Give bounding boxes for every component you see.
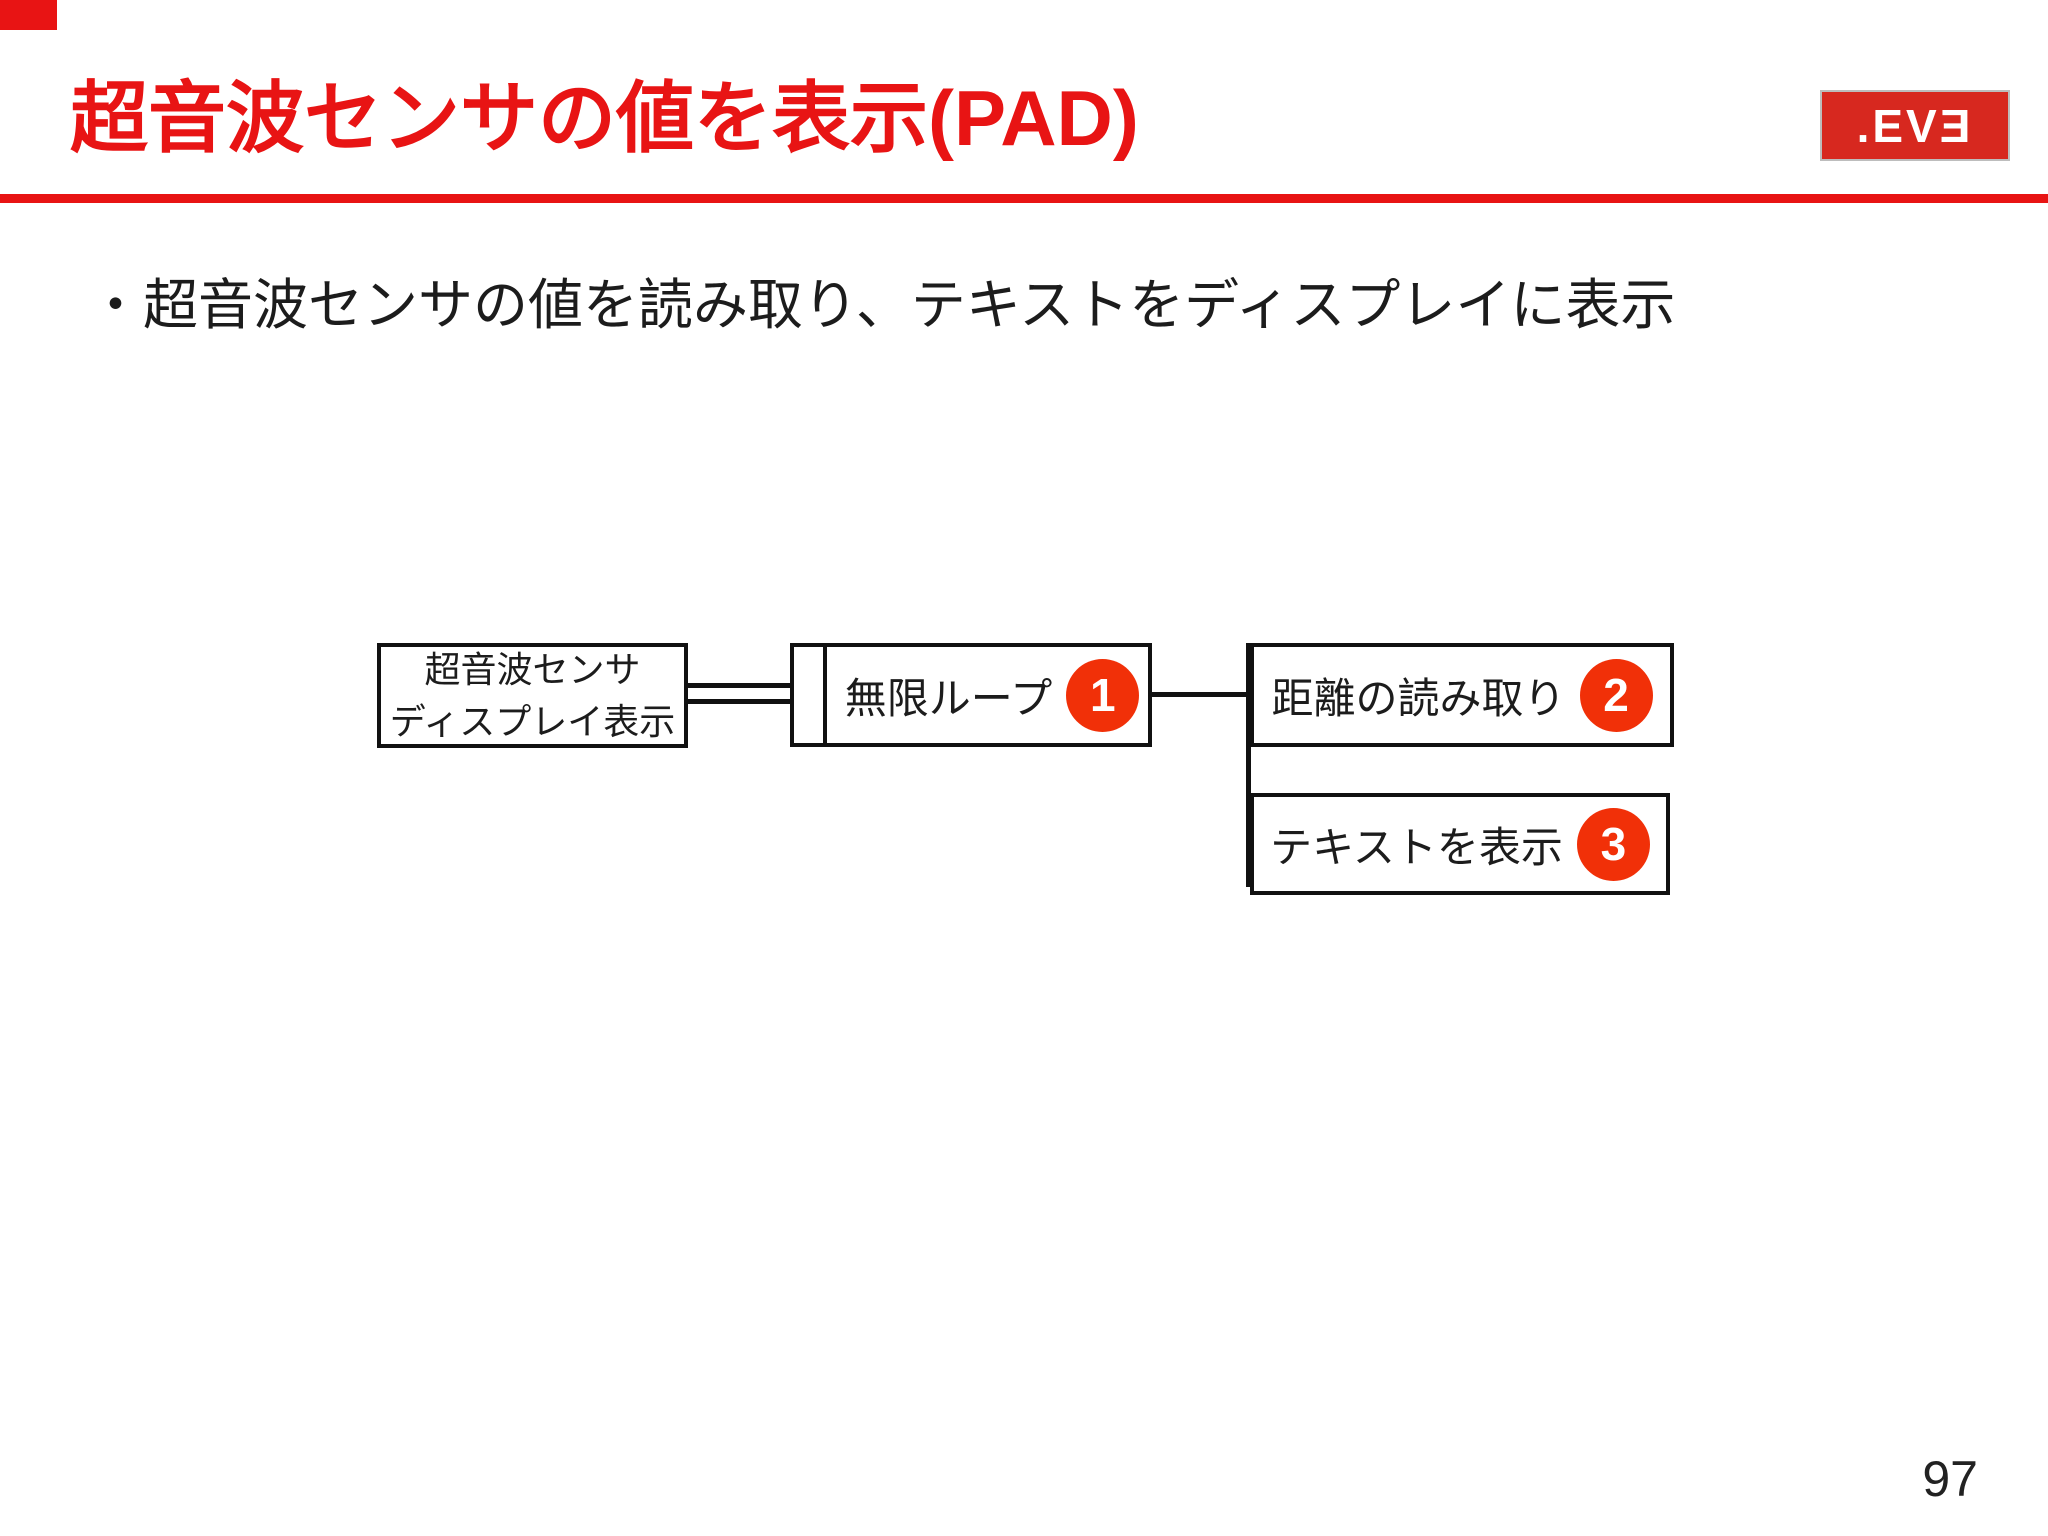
connector-loop-body (1152, 692, 1248, 697)
ev3-logo-text: .EVƎ (1856, 99, 1974, 152)
page-number: 97 (1922, 1451, 1978, 1507)
node-start-line1: 超音波センサ (424, 649, 641, 691)
page-title: 超音波センサの値を表示(PAD) (70, 74, 1139, 162)
badge-2: 2 (1579, 658, 1653, 732)
ev3-logo: .EVƎ (1820, 90, 2010, 161)
node-loop: 無限ループ 1 (790, 643, 1152, 747)
bullet-text: 超音波センサの値を読み取り、テキストをディスプレイに表示 (143, 274, 1676, 336)
sequence-line (1246, 643, 1251, 887)
node-read-label: 距離の読み取り (1271, 674, 1566, 722)
bullet-marker: ・ (88, 274, 144, 336)
bullet-line: ・超音波センサの値を読み取り、テキストをディスプレイに表示 (88, 272, 1675, 338)
node-read-distance: 距離の読み取り 2 (1250, 643, 1674, 747)
node-loop-label: 無限ループ (844, 674, 1053, 722)
node-show-text: テキストを表示 3 (1250, 793, 1670, 895)
node-start-line2: ディスプレイ表示 (389, 700, 676, 742)
node-show-label: テキストを表示 (1270, 823, 1563, 871)
connector-start-loop (687, 683, 791, 704)
node-start: 超音波センサ ディスプレイ表示 (377, 643, 688, 748)
badge-3: 3 (1576, 807, 1650, 881)
corner-accent-bar (0, 0, 57, 30)
title-underline (0, 194, 2048, 203)
badge-1: 1 (1066, 658, 1140, 732)
